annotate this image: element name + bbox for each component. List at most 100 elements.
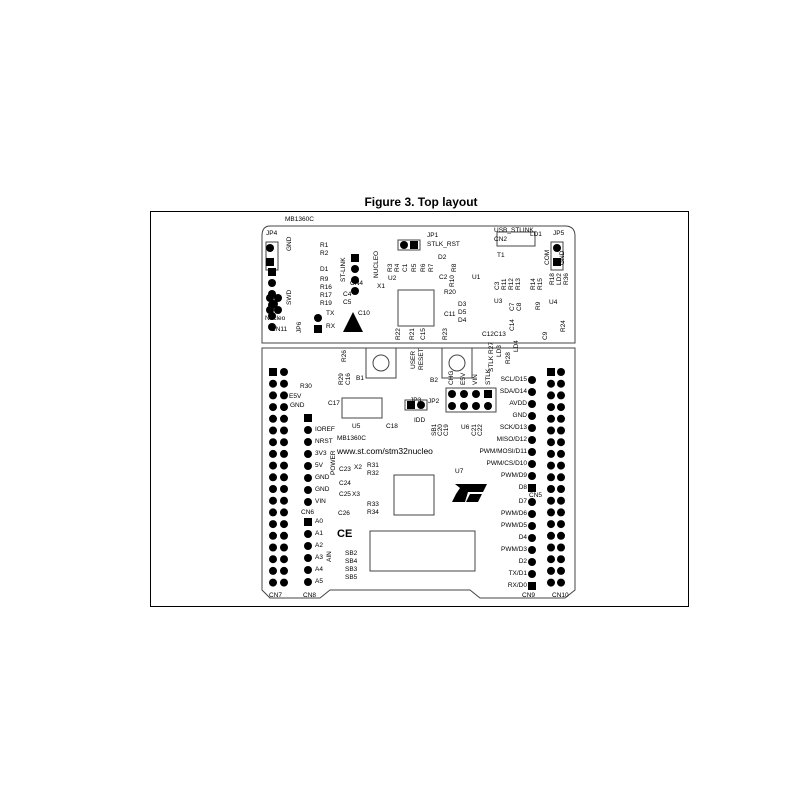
label-cn11: CN11	[271, 326, 288, 333]
cn7-pin	[280, 485, 288, 493]
cn10-pin	[547, 461, 555, 470]
label-r36: R36	[563, 273, 570, 285]
cn8-pin	[304, 518, 312, 526]
label-r34: R34	[367, 509, 379, 516]
cn7-pin	[280, 368, 288, 376]
u5-chip	[341, 397, 383, 419]
cn10-pin	[557, 391, 565, 400]
label-u4: U4	[549, 299, 558, 306]
label-jp6: JP6	[296, 321, 303, 333]
label-r33: R33	[367, 501, 379, 508]
label-r16: R16	[320, 284, 332, 291]
cn6-pin	[304, 438, 312, 446]
label-gnd-l: GND	[290, 402, 305, 409]
board-id-mid: MB1360C	[337, 435, 366, 442]
u2-chip	[397, 289, 435, 327]
cn11-pin	[268, 323, 276, 331]
cn10-pin	[557, 473, 565, 482]
label-cn6: CN6	[301, 509, 315, 516]
jp3-pin	[407, 401, 415, 409]
cn11-pin	[268, 279, 276, 287]
pin-label: A1	[315, 530, 323, 537]
cn10-pin	[557, 461, 565, 470]
label-reset: RESET	[418, 348, 425, 370]
pin-label: A5	[315, 578, 323, 585]
jp2-pin	[448, 390, 456, 398]
cn8-pin	[304, 566, 312, 574]
label-u7: U7	[455, 468, 464, 475]
jp2-pin	[484, 402, 492, 410]
pin-label: GND	[315, 474, 330, 481]
cn5-pin	[528, 400, 536, 408]
pin-label: GND	[512, 412, 527, 419]
cn7-pin	[269, 403, 277, 412]
pin-label: AVDD	[509, 400, 527, 407]
b2-button	[441, 347, 473, 379]
cn10-pin	[557, 485, 565, 493]
cn4-pin	[351, 287, 359, 295]
cn10-pin	[547, 578, 555, 587]
label-jp2: JP2	[428, 398, 440, 405]
label-stlink: ST-LINK	[340, 257, 347, 282]
cn8-pin	[304, 542, 312, 550]
cn7-pin	[269, 508, 277, 517]
jp3-box	[404, 399, 428, 411]
label-r13: R13	[515, 278, 522, 290]
jp2-pin	[472, 390, 480, 398]
cn7-pin	[269, 566, 277, 575]
cn6-pin	[304, 414, 312, 422]
cn4-pin	[351, 276, 359, 284]
jp6-pin	[314, 325, 322, 333]
cn11-pin	[268, 268, 276, 276]
pin-label: D4	[518, 534, 527, 541]
label-d1: D1	[320, 266, 329, 273]
label-r32: R32	[367, 470, 379, 477]
label-r19: R19	[320, 300, 332, 307]
label-c15: C15	[420, 328, 427, 340]
cn7-pin	[280, 508, 288, 517]
label-c8: C8	[516, 302, 523, 311]
label-r5: R5	[411, 263, 418, 272]
cn7-pin	[269, 555, 277, 564]
label-d2: D2	[438, 254, 447, 261]
cn8-pin	[304, 530, 312, 538]
jp5-pin	[553, 258, 561, 266]
label-c18: C18	[386, 423, 398, 430]
label-r9: R9	[320, 276, 329, 283]
label-x1: X1	[377, 283, 385, 290]
cn10-pin	[547, 391, 555, 400]
cn9-pin	[528, 570, 536, 578]
cn10-pin	[547, 414, 555, 423]
cn7-pin	[280, 566, 288, 575]
jp2-pin	[460, 390, 468, 398]
cn7-pin	[280, 543, 288, 552]
pin-label: 5V	[315, 462, 323, 469]
cn5-pin	[528, 484, 536, 492]
label-r8: R8	[451, 263, 458, 272]
label-c2: C2	[439, 274, 448, 281]
cn7-pin	[280, 555, 288, 564]
label-jp4: JP4	[266, 230, 278, 237]
jp2-pin	[460, 402, 468, 410]
label-rx: RX	[326, 323, 336, 330]
cn7-pin	[269, 578, 277, 587]
label-user: USER	[410, 350, 417, 369]
label-u6: U6	[461, 424, 470, 431]
label-e5v2: E5V	[460, 372, 467, 385]
label-c1: C1	[402, 263, 409, 272]
board-url: www.st.com/stm32nucleo	[337, 446, 433, 456]
label-ld4: LD4	[513, 340, 520, 352]
cn6-pin	[304, 498, 312, 506]
cn10-pin	[547, 566, 555, 575]
cn7-pin	[269, 368, 277, 376]
pin-label: GND	[315, 486, 330, 493]
label-u2: U2	[388, 275, 397, 282]
pin-label: NRST	[315, 438, 333, 445]
pin-label: TX/D1	[508, 570, 527, 577]
pin-label: PWM/D6	[501, 510, 527, 517]
label-c4: C4	[343, 291, 352, 298]
jp4-pin	[266, 258, 274, 266]
pin-label: 3V3	[315, 450, 327, 457]
label-ain: AIN	[326, 551, 333, 562]
cn10-pin	[547, 449, 555, 458]
